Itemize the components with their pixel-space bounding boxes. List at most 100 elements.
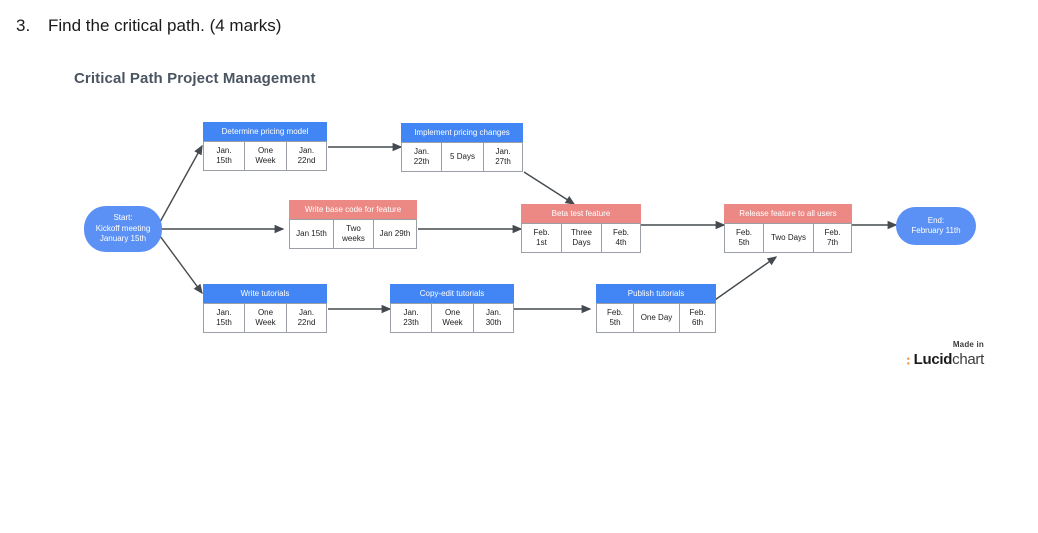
task-end-date-line-1: Feb. [689,308,706,317]
task-end-date-line-2: 22nd [297,318,316,327]
task-end-date-line-1: Jan. [495,147,511,156]
terminator-start-line-2: Kickoff meeting [95,223,151,233]
terminator-start-line-1: Start: [113,213,133,223]
task-node-release-feature-to-all-users[interactable]: Release feature to all users Feb. 5th Tw… [724,204,852,253]
lucidchart-brand: Lucid chart [884,351,984,368]
task-duration: One Week [244,141,286,171]
terminator-end[interactable]: End: February 11th [896,207,976,245]
task-start-date: Jan. 15th [203,141,244,171]
task-start-date-line-2: 15th [216,318,232,327]
task-end-date-line-2: 27th [495,157,511,166]
edge-publish-to-release [711,256,778,303]
diagram-title: Critical Path Project Management [74,70,316,87]
task-duration-line-1: One [257,146,274,155]
task-cells: Feb. 5th Two Days Feb. 7th [724,223,852,253]
task-start-date-line-2: 23th [403,318,419,327]
question-prompt: 3. Find the critical path. (4 marks) [16,16,716,36]
task-start-date-line-1: Feb. [606,308,623,317]
task-node-publish-tutorials[interactable]: Publish tutorials Feb. 5th One Day Feb. … [596,284,716,333]
terminator-end-line-2: February 11th [911,226,961,235]
task-duration-line-2: Days [572,238,591,247]
task-node-beta-test-feature[interactable]: Beta test feature Feb. 1st Three Days Fe… [521,204,641,253]
task-end-date-line-2: 30th [485,318,502,327]
task-cells: Jan. 23th One Week Jan. 30th [390,303,514,333]
task-start-date: Feb. 1st [521,223,561,253]
task-duration-line-2: Week [255,156,276,165]
task-duration-line-1: Two Days [770,233,807,242]
task-duration-line-1: 5 Days [450,152,475,161]
task-start-date: Jan. 15th [203,303,244,333]
task-end-date-line-1: Feb. [612,228,629,237]
task-end-date: Feb. 6th [679,303,716,333]
edge-start-to-writetutorials [159,235,203,295]
task-end-date: Jan. 30th [473,303,514,333]
task-duration-line-2: Week [442,318,463,327]
task-duration-line-1: One Day [640,313,673,322]
task-duration-line-1: One [257,308,274,317]
brand-chart: chart [952,351,984,368]
task-start-date-line-1: Feb. [533,228,550,237]
task-duration-line-2: Week [255,318,276,327]
task-node-copy-edit-tutorials[interactable]: Copy-edit tutorials Jan. 23th One Week J… [390,284,514,333]
task-duration: 5 Days [441,142,483,172]
task-duration: Two weeks [333,219,373,249]
task-cells: Jan 15th Two weeks Jan 29th [289,219,417,249]
question-number: 3. [16,16,31,35]
task-end-date-line-1: Jan. [485,308,502,317]
task-header: Write base code for feature [289,200,417,219]
task-cells: Feb. 5th One Day Feb. 6th [596,303,716,333]
task-start-date-line-2: 5th [738,238,750,247]
task-start-date-line-1: Jan 15th [296,229,327,238]
task-start-date-line-1: Feb. [735,228,752,237]
task-end-date-line-1: Feb. [824,228,841,237]
task-end-date: Feb. 7th [813,223,852,253]
task-end-date-line-1: Jan. [298,308,315,317]
task-header: Publish tutorials [596,284,716,303]
task-start-date-line-2: 15th [216,156,232,165]
task-end-date: Jan. 22nd [286,303,327,333]
lucidchart-watermark: Made in Lucid chart [884,340,984,368]
task-duration: One Week [244,303,286,333]
task-header: Copy-edit tutorials [390,284,514,303]
task-duration: Two Days [763,223,813,253]
task-end-date-line-1: Jan 29th [379,229,411,238]
task-cells: Jan. 22th 5 Days Jan. 27th [401,142,523,172]
task-cells: Feb. 1st Three Days Feb. 4th [521,223,641,253]
task-start-date: Jan 15th [289,219,333,249]
task-end-date-line-2: 7th [826,238,839,247]
task-header: Beta test feature [521,204,641,223]
task-end-date-line-2: 4th [615,238,627,247]
task-end-date: Jan. 27th [483,142,523,172]
task-node-implement-pricing-changes[interactable]: Implement pricing changes Jan. 22th 5 Da… [401,123,523,172]
task-end-date: Jan. 22nd [286,141,327,171]
terminator-start[interactable]: Start: Kickoff meeting January 15th [84,206,162,252]
task-start-date-line-1: Jan. [403,308,419,317]
task-header: Write tutorials [203,284,327,303]
task-duration: One Week [431,303,473,333]
task-start-date-line-2: 22th [413,157,430,166]
task-start-date: Jan. 22th [401,142,441,172]
task-start-date-line-1: Jan. [413,147,430,156]
task-start-date: Jan. 23th [390,303,431,333]
task-cells: Jan. 15th One Week Jan. 22nd [203,303,327,333]
task-node-write-tutorials[interactable]: Write tutorials Jan. 15th One Week Jan. … [203,284,327,333]
task-end-date-line-1: Jan. [298,146,315,155]
edge-implement-to-beta [523,171,576,205]
task-start-date-line-2: 1st [536,238,547,247]
made-in-label: Made in [952,340,984,349]
task-duration: Three Days [561,223,601,253]
task-end-date-line-2: 6th [691,318,704,327]
terminator-end-line-1: End: [927,215,945,225]
task-start-date-line-1: Jan. [216,308,232,317]
task-node-write-base-code-for-feature[interactable]: Write base code for feature Jan 15th Two… [289,200,417,249]
task-node-determine-pricing-model[interactable]: Determine pricing model Jan. 15th One We… [203,122,327,171]
task-duration-line-1: One [444,308,461,317]
brand-lucid: Lucid [913,351,953,368]
task-start-date-line-1: Jan. [216,146,232,155]
question-text: Find the critical path. (4 marks) [48,16,282,35]
task-header: Implement pricing changes [401,123,523,142]
task-cells: Jan. 15th One Week Jan. 22nd [203,141,327,171]
task-duration-line-1: Three [571,228,592,237]
task-start-date-line-2: 5th [609,318,621,327]
